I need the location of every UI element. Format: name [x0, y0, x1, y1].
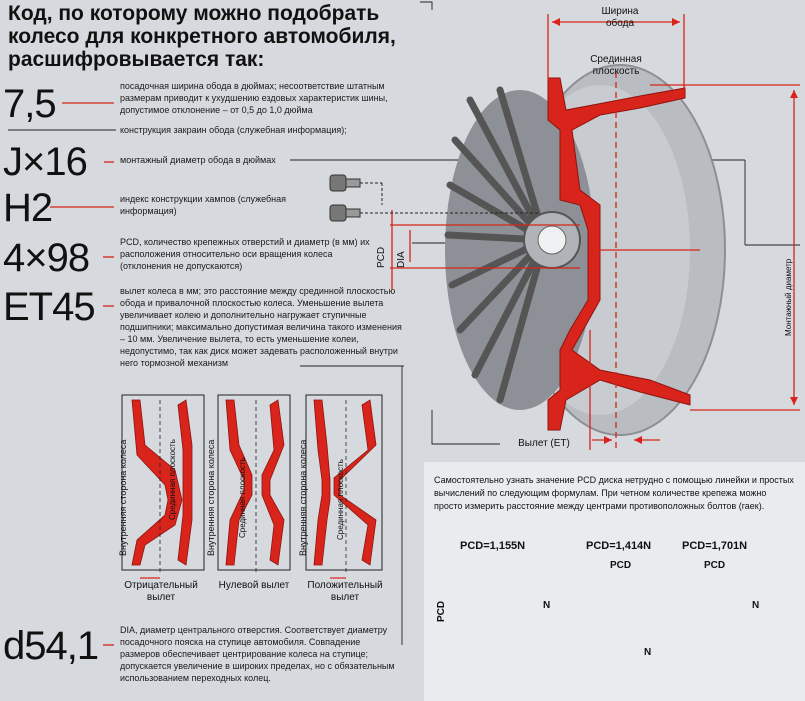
- pcd-label-2: PCD: [610, 560, 632, 571]
- code-rim-width: 7,5: [3, 82, 57, 126]
- leader-lines: [50, 102, 114, 646]
- desc-offset: вылет колеса в мм; это расстояние между …: [120, 286, 402, 368]
- profile-3-caption: Положительный вылет: [307, 580, 383, 603]
- profile-midlines: [159, 400, 347, 575]
- pcd-label-1: PCD: [436, 600, 447, 622]
- label-mid-plane: Срединная плоскость: [590, 54, 642, 77]
- pcd-label-3: PCD: [704, 560, 726, 571]
- pcd-formula-4: PCD=1,414N: [586, 540, 652, 552]
- profile-2-side: Внутренняя сторона колеса: [206, 439, 216, 556]
- desc-flange: конструкция закраин обода (служебная инф…: [120, 125, 347, 135]
- pcd-formula-5: PCD=1,701N: [682, 540, 748, 552]
- desc-hump: индекс конструкции хампов (служебная инф…: [120, 194, 287, 216]
- desc-pcd: PCD, количество крепежных отверстий и ди…: [120, 237, 370, 271]
- label-pcd: PCD: [376, 246, 387, 268]
- pcd-formula-3: PCD=1,155N: [460, 540, 526, 552]
- profile-frames: [121, 394, 383, 571]
- label-offset: Вылет (ET): [518, 438, 570, 449]
- profile-1-caption: Отрицательный вылет: [124, 580, 198, 603]
- pcd-info-text: Самостоятельно узнать значение PCD диска…: [434, 475, 794, 511]
- code-pcd: 4×98: [3, 236, 90, 280]
- arrowheads: [552, 18, 798, 444]
- rim-profiles: [131, 399, 377, 566]
- profile-2-plane: Срединная плоскость: [238, 457, 247, 538]
- label-dia: DIA: [396, 251, 407, 268]
- code-offset: ET45: [3, 285, 96, 329]
- bolt-icons: [329, 174, 540, 222]
- profile-3-side: Внутренняя сторона колеса: [298, 439, 308, 556]
- page-title: Код, по которому можно подобрать колесо …: [8, 2, 396, 71]
- code-dia: d54,1: [3, 624, 99, 668]
- desc-dia: DIA, диаметр центрального отверстия. Соо…: [120, 625, 395, 683]
- label-rim-width: Ширина обода: [601, 6, 639, 29]
- label-mount-diameter: Монтажный диаметр: [784, 258, 793, 336]
- n-label-1: N: [543, 600, 551, 611]
- profile-1-side: Внутренняя сторона колеса: [118, 439, 128, 556]
- profile-1-plane: Срединная плоскость: [168, 439, 177, 520]
- n-label-3: N: [752, 600, 760, 611]
- desc-rim-width: посадочная ширина обода в дюймах; несоот…: [120, 81, 388, 115]
- n-label-2: N: [644, 647, 652, 658]
- profile-3-plane: Срединная плоскость: [336, 459, 345, 540]
- desc-rim-diameter: монтажный диаметр обода в дюймах: [120, 155, 276, 165]
- code-hump: H2: [3, 186, 53, 230]
- code-rim-diameter: J×16: [3, 140, 88, 184]
- pcd-info-box: [424, 462, 805, 701]
- profile-2-caption: Нулевой вылет: [218, 580, 290, 591]
